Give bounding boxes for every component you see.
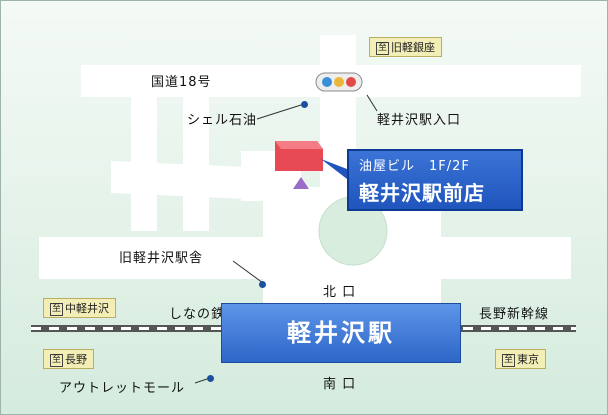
leader-entrance: [366, 94, 378, 112]
direction-nagano: 至長野: [43, 349, 95, 369]
callout-pointer: [321, 159, 347, 179]
direction-label: 東京: [517, 353, 540, 366]
direction-prefix: 至: [376, 42, 390, 55]
leader-old-station: [232, 260, 264, 284]
label-shell: シェル石油: [187, 113, 258, 128]
label-route18: 国道18号: [151, 75, 212, 90]
station-karuizawa: 軽井沢駅: [221, 303, 461, 363]
label-old-station: 旧軽井沢駅舎: [119, 251, 204, 266]
direction-old-ginza: 至旧軽銀座: [369, 37, 443, 57]
store-callout: 油屋ビル 1F/2F 軽井沢駅前店: [347, 149, 523, 211]
store-name: 軽井沢駅前店: [359, 181, 485, 205]
building-red-marker-top: [275, 141, 323, 149]
label-south-exit: 南 口: [323, 377, 357, 392]
label-shinkansen: 長野新幹線: [479, 307, 550, 322]
traffic-light-yellow: [334, 77, 344, 87]
direction-label: 中軽井沢: [65, 302, 110, 315]
road-left-vertical-1: [131, 91, 157, 231]
direction-tokyo: 至東京: [495, 349, 547, 369]
direction-label: 旧軽銀座: [391, 41, 436, 54]
label-north-exit: 北 口: [323, 285, 357, 300]
old-station-dot-icon: [259, 281, 266, 288]
leader-outlet: [194, 378, 208, 384]
label-outlet: アウトレットモール: [59, 381, 186, 396]
road-left-diagonal: [111, 161, 291, 201]
leader-shell: [256, 104, 302, 120]
direction-prefix: 至: [50, 303, 64, 316]
label-shinano: しなの鉄道: [169, 307, 240, 322]
location-pin-icon: [293, 177, 309, 189]
shell-dot-icon: [301, 101, 308, 108]
road-left-vertical-2: [183, 91, 209, 231]
direction-label: 長野: [65, 353, 88, 366]
direction-prefix: 至: [50, 354, 64, 367]
direction-naka-karuizawa: 至中軽井沢: [43, 298, 117, 318]
traffic-light-blue: [322, 77, 332, 87]
traffic-light-red: [346, 77, 356, 87]
direction-prefix: 至: [502, 354, 516, 367]
label-station-entrance: 軽井沢駅入口: [377, 113, 462, 128]
outlet-dot-icon: [207, 375, 214, 382]
store-building-name: 油屋ビル 1F/2F: [359, 159, 470, 174]
